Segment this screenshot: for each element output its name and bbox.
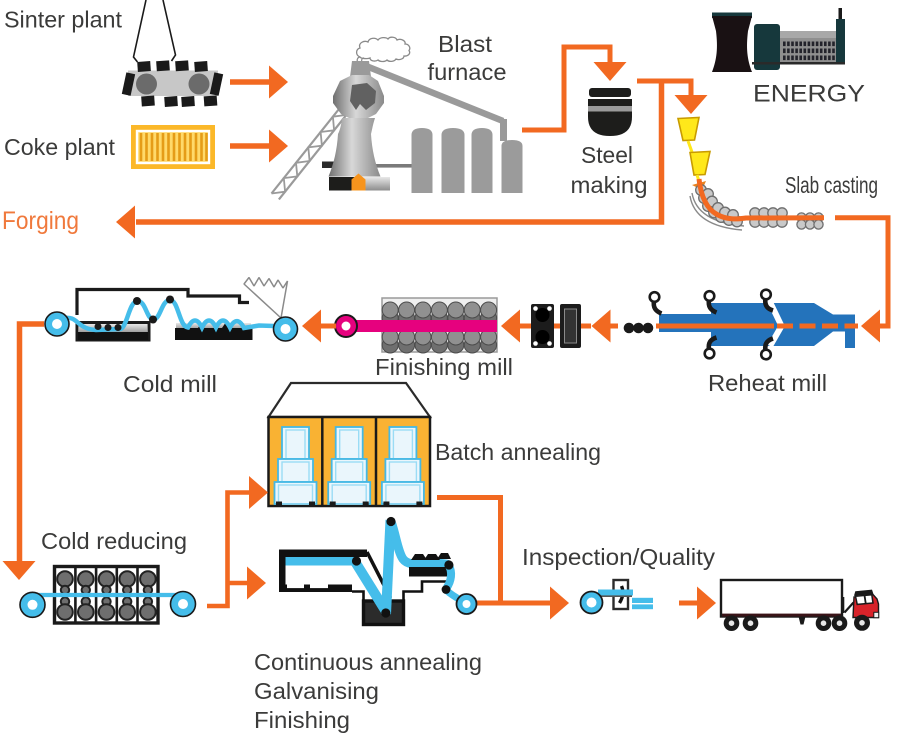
- svg-text:ENERGY: ENERGY: [753, 81, 865, 108]
- svg-text:making: making: [571, 172, 648, 198]
- svg-text:Batch annealing: Batch annealing: [435, 439, 601, 465]
- svg-text:Galvanising: Galvanising: [254, 678, 379, 704]
- svg-text:Continuous annealing: Continuous annealing: [254, 649, 482, 675]
- svg-text:Finishing mill: Finishing mill: [375, 354, 513, 380]
- svg-text:Blast: Blast: [438, 31, 493, 57]
- svg-text:Slab casting: Slab casting: [785, 172, 878, 198]
- svg-text:furnace: furnace: [428, 59, 507, 85]
- svg-text:Finishing: Finishing: [254, 707, 350, 733]
- svg-text:Cold mill: Cold mill: [123, 371, 217, 397]
- svg-text:Cold reducing: Cold reducing: [41, 528, 187, 554]
- svg-text:Steel: Steel: [581, 142, 633, 168]
- svg-text:Sinter plant: Sinter plant: [4, 7, 123, 33]
- svg-text:Forging: Forging: [2, 207, 79, 235]
- svg-text:Reheat mill: Reheat mill: [708, 370, 827, 396]
- svg-text:Coke plant: Coke plant: [4, 134, 116, 160]
- svg-text:Inspection/Quality: Inspection/Quality: [522, 544, 716, 570]
